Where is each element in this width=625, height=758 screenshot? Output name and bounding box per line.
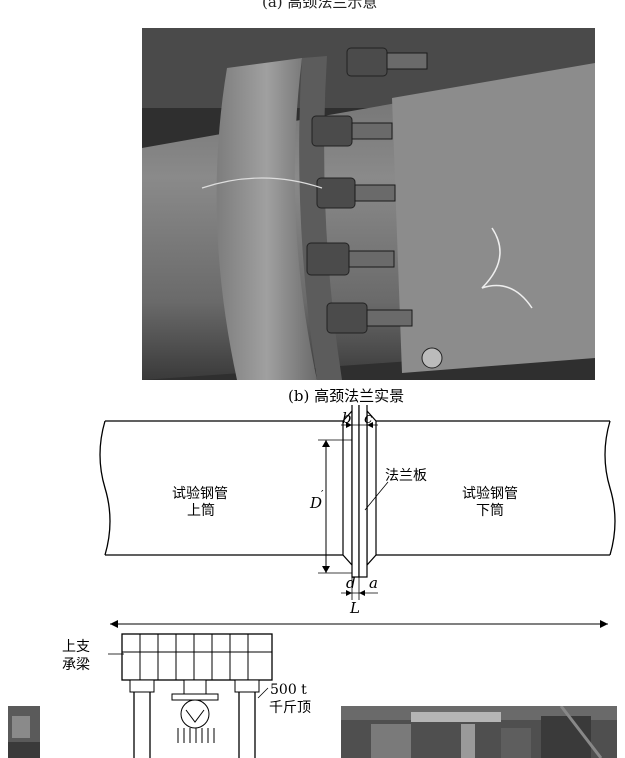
label-jack-1: 500 t (270, 682, 307, 698)
caption-figure-a: (a) 高颈法兰示意 (262, 0, 378, 11)
label-a: a (369, 574, 378, 592)
label-jack-2: 千斤顶 (269, 700, 311, 716)
label-D: D (310, 494, 323, 512)
caption-figure-b: (b) 高颈法兰实景 (288, 387, 405, 405)
label-flange-plate: 法兰板 (385, 468, 427, 484)
label-upper-beam-2: 承梁 (62, 657, 90, 673)
label-upper-tube-1: 试验钢管 (172, 486, 228, 502)
label-upper-tube-2: 上筒 (187, 503, 215, 519)
setup-photo-right (341, 706, 617, 758)
label-lower-tube-1: 试验钢管 (462, 486, 518, 502)
label-upper-beam-1: 上支 (62, 639, 90, 655)
label-lower-tube-2: 下筒 (476, 503, 504, 519)
label-b: b (342, 409, 352, 427)
setup-photo-left (8, 706, 40, 758)
flange-photo-illustration (142, 28, 595, 380)
label-L: L (350, 599, 360, 617)
flange-schematic (99, 405, 616, 628)
label-d: d (346, 574, 356, 592)
label-D-prime: ′ (321, 488, 324, 501)
label-c: c (364, 409, 373, 427)
loading-setup-diagram (108, 633, 273, 758)
flange-photo (142, 28, 595, 380)
